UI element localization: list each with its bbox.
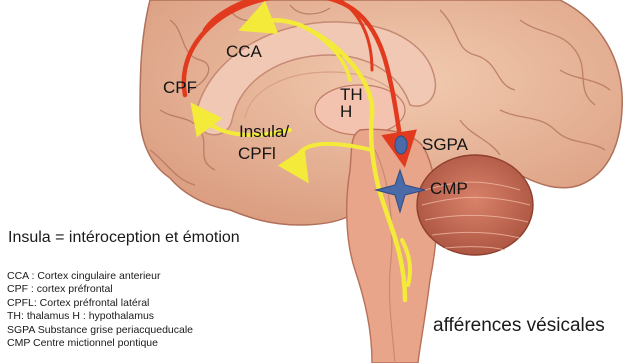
label-cpf: CPF bbox=[163, 79, 197, 96]
cerebellum bbox=[417, 155, 533, 255]
label-th: TH bbox=[340, 86, 363, 103]
label-h: H bbox=[340, 103, 352, 120]
afferences-label: afférences vésicales bbox=[433, 316, 605, 335]
label-insula: Insula/ bbox=[239, 123, 289, 140]
abbreviation-legend: CCA : Cortex cingulaire anterieur CPF : … bbox=[7, 270, 193, 350]
insula-caption: Insula = intéroception et émotion bbox=[8, 230, 240, 246]
legend-item: SGPA Substance grise periacqueducale bbox=[7, 324, 193, 337]
label-cca: CCA bbox=[226, 43, 262, 60]
label-cpfl: CPFl bbox=[238, 145, 276, 162]
legend-item: TH: thalamus H : hypothalamus bbox=[7, 310, 193, 323]
sgpa-node bbox=[395, 136, 407, 154]
legend-item: CCA : Cortex cingulaire anterieur bbox=[7, 270, 193, 283]
legend-item: CMP Centre mictionnel pontique bbox=[7, 337, 193, 350]
legend-item: CPF : cortex préfrontal bbox=[7, 283, 193, 296]
label-cmp: CMP bbox=[430, 180, 468, 197]
label-sgpa: SGPA bbox=[422, 136, 468, 153]
legend-item: CPFL: Cortex préfrontal latéral bbox=[7, 297, 193, 310]
